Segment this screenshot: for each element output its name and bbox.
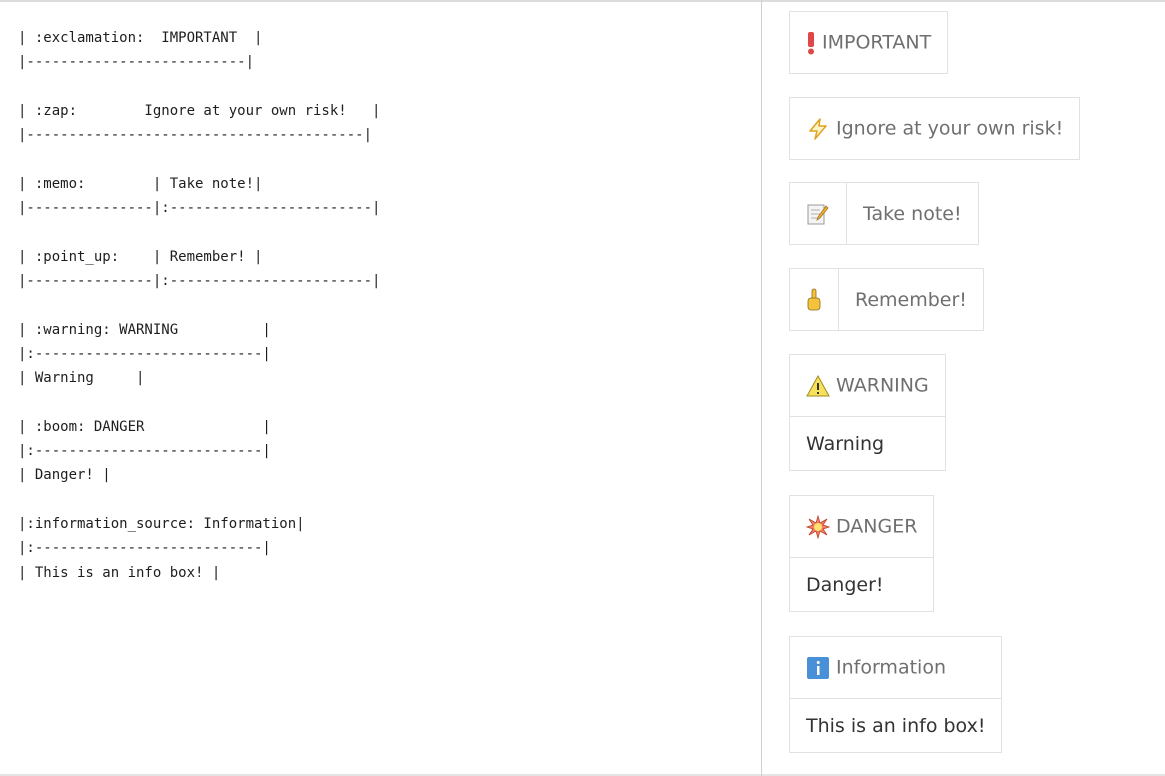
code-line: | Danger! | — [18, 467, 111, 484]
warning-table: WARNING Warning — [789, 354, 946, 471]
bottom-border — [0, 774, 1165, 776]
code-line — [18, 390, 748, 414]
memo-icon-cell — [789, 182, 847, 245]
point-up-label: Remember! — [855, 288, 967, 311]
warning-header: WARNING — [789, 354, 946, 417]
code-line: |:information_source: Information| — [18, 515, 305, 532]
code-line — [18, 220, 748, 244]
code-line: | :point_up: | Remember! | — [18, 248, 263, 265]
important-header: IMPORTANT — [788, 11, 949, 74]
warning-label: WARNING — [836, 374, 929, 396]
info-body: This is an info box! — [788, 698, 1003, 753]
memo-table: Take note! — [789, 182, 979, 245]
memo-label: Take note! — [863, 202, 962, 225]
code-line — [18, 147, 748, 171]
code-line — [18, 293, 748, 317]
code-line: | This is an info box! | — [18, 564, 221, 581]
code-line — [18, 75, 748, 99]
zap-label: Ignore at your own risk! — [836, 117, 1064, 139]
danger-table: DANGER Danger! — [788, 495, 935, 612]
code-line: | :zap: Ignore at your own risk! | — [18, 102, 381, 119]
zap-header: Ignore at your own risk! — [788, 97, 1081, 160]
info-table: Information This is an info box! — [788, 636, 1003, 753]
code-line: |:---------------------------| — [18, 443, 271, 460]
warning-icon — [806, 374, 830, 398]
markdown-editor[interactable]: | :exclamation: IMPORTANT | |-----------… — [18, 26, 748, 766]
pane-divider[interactable] — [761, 0, 762, 776]
code-line: | :warning: WARNING | — [18, 321, 271, 338]
code-line: |---------------------------------------… — [18, 127, 373, 144]
danger-body: Danger! — [788, 557, 935, 612]
lightning-icon — [806, 117, 830, 141]
danger-label: DANGER — [836, 515, 918, 537]
point-up-icon-cell — [789, 268, 839, 331]
info-header: Information — [788, 636, 1003, 699]
danger-header: DANGER — [788, 495, 935, 558]
information-icon — [806, 656, 830, 680]
point-up-icon — [806, 288, 822, 312]
important-label: IMPORTANT — [822, 31, 932, 53]
warning-body: Warning — [789, 416, 946, 471]
exclamation-icon — [806, 31, 816, 55]
code-line: |---------------|:----------------------… — [18, 272, 381, 289]
code-line: | :boom: DANGER | — [18, 418, 271, 435]
code-line — [18, 488, 748, 512]
memo-label-cell: Take note! — [846, 182, 979, 245]
code-line: | :memo: | Take note!| — [18, 175, 263, 192]
info-label: Information — [836, 656, 946, 678]
important-table: IMPORTANT — [788, 11, 949, 74]
code-line: |:---------------------------| — [18, 345, 271, 362]
code-line: |--------------------------| — [18, 54, 255, 71]
zap-table: Ignore at your own risk! — [788, 97, 1081, 160]
markdown-preview: IMPORTANT Ignore at your own risk! Take … — [788, 0, 1159, 776]
code-line: |:---------------------------| — [18, 540, 271, 557]
point-up-table: Remember! — [789, 268, 984, 331]
code-line: | :exclamation: IMPORTANT | — [18, 30, 263, 46]
point-up-label-cell: Remember! — [838, 268, 984, 331]
memo-icon — [806, 202, 830, 226]
code-line: |---------------|:----------------------… — [18, 200, 381, 217]
code-line: | Warning | — [18, 370, 145, 387]
top-border — [0, 0, 1165, 2]
boom-icon — [806, 514, 830, 539]
